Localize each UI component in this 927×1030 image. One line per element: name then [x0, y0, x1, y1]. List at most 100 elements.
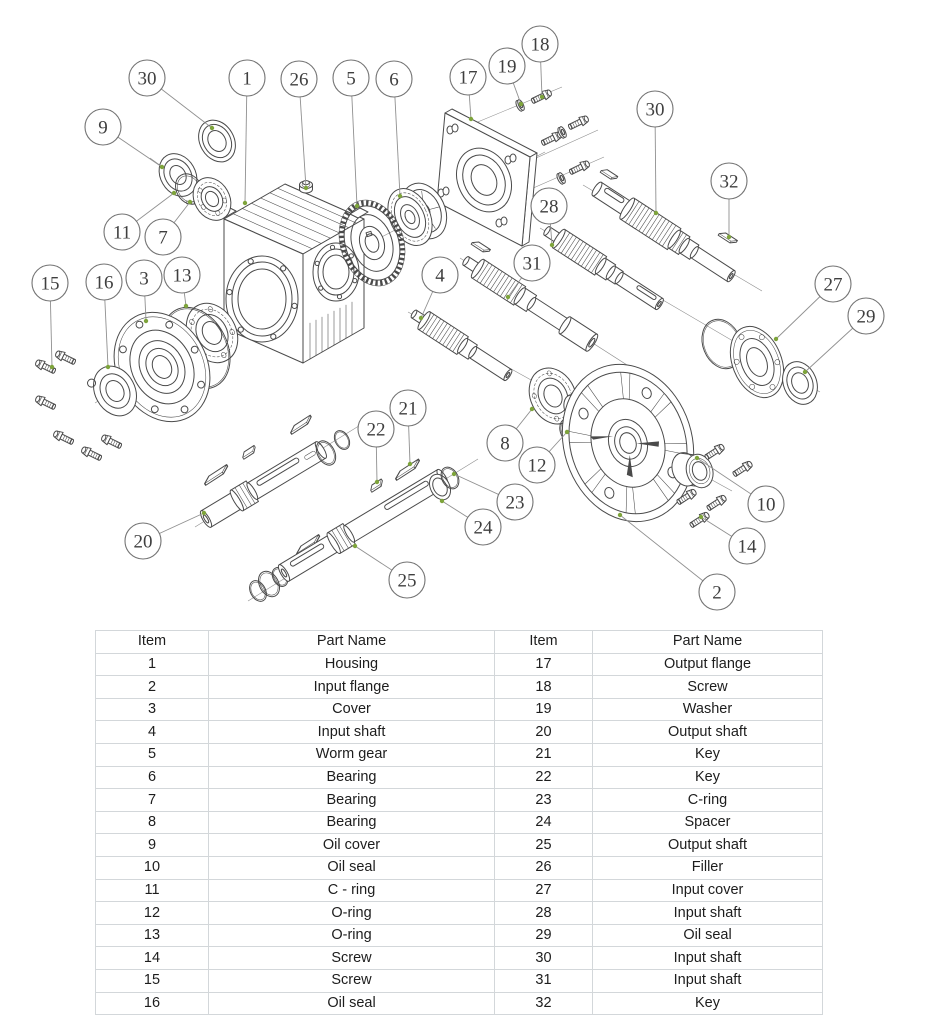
item-number-cell: 7: [95, 788, 209, 812]
item-number-cell: 20: [494, 720, 593, 744]
balloon-26: [280, 60, 318, 98]
attachment-marker-13: [183, 303, 189, 309]
balloon-number-6: 6: [389, 70, 399, 91]
leader-line-5: [350, 77, 358, 207]
item-number-cell: 5: [95, 742, 209, 767]
part-name-cell: Key: [592, 742, 823, 767]
parts-table-header-row: Item Part Name Item Part Name: [95, 630, 823, 654]
leader-line-2: [619, 514, 718, 593]
part-oil-seal-29: [782, 361, 818, 405]
item-number-cell: 1: [95, 652, 209, 677]
balloon-number-20: 20: [134, 532, 153, 553]
attachment-marker-3: [143, 318, 149, 324]
attachment-marker-29: [802, 369, 808, 375]
balloon-number-30: 30: [646, 100, 665, 121]
part-name-cell: Output flange: [592, 652, 823, 677]
part-name-cell: Key: [592, 765, 823, 790]
balloon-number-23: 23: [506, 493, 525, 514]
balloon-31: [513, 244, 551, 282]
item-number-cell: 19: [494, 697, 593, 722]
attachment-marker-10: [694, 455, 700, 461]
part-name-cell: Key: [592, 991, 823, 1016]
part-name-cell: Input shaft: [592, 968, 823, 993]
balloon-number-24: 24: [474, 518, 494, 539]
part-name-cell: C - ring: [208, 878, 495, 903]
item-number-cell: 29: [494, 923, 593, 948]
part-name-cell: Output shaft: [592, 720, 823, 744]
part-input-shaft-31: [462, 256, 599, 352]
balloon-number-15: 15: [41, 274, 60, 295]
item-number-cell: 17: [494, 652, 593, 677]
part-name-cell: Bearing: [208, 765, 495, 790]
balloon-number-22: 22: [367, 420, 386, 441]
attachment-marker-32: [726, 234, 732, 240]
part-input-shaft-28: [543, 226, 664, 311]
part-worm-gear: [338, 199, 406, 287]
balloon-13: [163, 256, 201, 294]
item-number-cell: 30: [494, 946, 593, 970]
part-name-cell: Screw: [208, 946, 495, 970]
attachment-marker-15: [49, 364, 55, 370]
part-name-cell: Washer: [592, 697, 823, 722]
balloon-number-2: 2: [712, 583, 722, 604]
balloon-number-26: 26: [290, 70, 309, 91]
attachment-marker-11: [171, 190, 177, 196]
balloon-number-10: 10: [757, 495, 776, 516]
attachment-marker-24: [439, 498, 445, 504]
balloon-12: [518, 446, 556, 484]
balloon-28: [530, 187, 568, 225]
balloon-4: [421, 256, 459, 294]
balloon-22: [357, 410, 395, 448]
balloon-17: [449, 58, 487, 96]
exploded-view-svg: 3012656171918309322811731427151631329212…: [31, 25, 885, 611]
attachment-marker-1: [242, 200, 248, 206]
balloon-21: [389, 389, 427, 427]
attachment-marker-30: [209, 125, 215, 131]
part-name-cell: Screw: [208, 968, 495, 993]
balloon-24: [464, 508, 502, 546]
balloon-number-28: 28: [540, 197, 559, 218]
balloon-20: [124, 522, 162, 560]
balloon-number-27: 27: [824, 275, 843, 296]
item-number-cell: 31: [494, 968, 593, 993]
balloon-8: [486, 424, 524, 462]
attachment-marker-23: [451, 471, 457, 477]
balloon-1: [228, 59, 266, 97]
balloon-number-19: 19: [498, 57, 517, 78]
part-input-flange: [561, 363, 714, 523]
attachment-marker-28: [549, 242, 555, 248]
part-output-flange: [436, 108, 538, 247]
balloon-number-30: 30: [138, 69, 157, 90]
balloon-19: [488, 47, 526, 85]
header-item-1: Item: [95, 630, 209, 654]
item-number-cell: 21: [494, 742, 593, 767]
part-name-cell: Oil seal: [592, 923, 823, 948]
attachment-marker-27: [773, 336, 779, 342]
balloon-30: [636, 90, 674, 128]
part-name-cell: O-ring: [208, 923, 495, 948]
part-oil-cover-9: [158, 153, 198, 197]
item-number-cell: 9: [95, 833, 209, 857]
item-number-cell: 11: [95, 878, 209, 903]
attachment-markers: [49, 94, 808, 549]
balloon-6: [375, 60, 413, 98]
balloon-11: [103, 213, 141, 251]
balloon-23: [496, 483, 534, 521]
c-rings-shaft-20: [315, 430, 351, 466]
item-number-cell: 14: [95, 946, 209, 970]
attachment-marker-9: [159, 164, 165, 170]
attachment-marker-14: [698, 514, 704, 520]
item-number-cell: 13: [95, 923, 209, 948]
balloon-5: [332, 59, 370, 97]
balloon-number-16: 16: [95, 273, 114, 294]
leader-line-6: [393, 78, 401, 197]
